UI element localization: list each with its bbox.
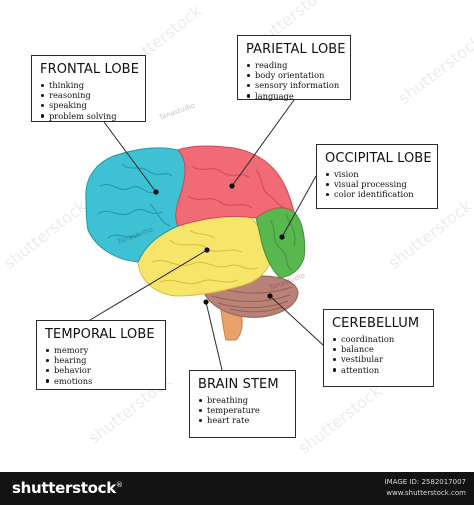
function-item: vestibular: [332, 354, 425, 364]
parietal-lobe-title: PARIETAL LOBE: [246, 42, 346, 57]
function-item: memory: [45, 345, 157, 355]
function-item: behavior: [45, 365, 157, 375]
function-item: sensory information: [246, 80, 342, 90]
brain-stem-label: BRAIN STEM breathing temperature heart r…: [189, 370, 296, 438]
temporal-lobe-title: TEMPORAL LOBE: [45, 327, 155, 342]
function-item: balance: [332, 344, 425, 354]
function-item: language: [246, 91, 342, 101]
pointer-dot-brainstem: [203, 299, 209, 305]
cerebellum-label: CEREBELLUM coordination balance vestibul…: [323, 309, 434, 387]
leader-line-brainstem: [205, 301, 223, 371]
pointer-dot-frontal: [153, 189, 159, 195]
parietal-lobe-functions: reading body orientation sensory informa…: [246, 60, 342, 101]
function-item: reasoning: [40, 90, 137, 100]
artist-watermark: Tanastudio: [157, 101, 196, 122]
leader-line-occipital: [281, 175, 317, 238]
pointer-dots: [153, 183, 285, 305]
brain-stem-title: BRAIN STEM: [198, 377, 279, 392]
cerebellum-functions: coordination balance vestibular attentio…: [332, 334, 425, 375]
function-item: reading: [246, 60, 342, 70]
occipital-lobe-title: OCCIPITAL LOBE: [325, 151, 432, 166]
function-item: temperature: [198, 405, 287, 415]
temporal-lobe-label: TEMPORAL LOBE memory hearing behavior em…: [36, 320, 166, 390]
leader-line-parietal: [231, 99, 295, 187]
function-item: coordination: [332, 334, 425, 344]
function-item: vision: [325, 169, 429, 179]
leader-line-frontal: [103, 121, 157, 193]
function-item: emotions: [45, 376, 157, 386]
function-item: speaking: [40, 100, 137, 110]
leader-line-cerebellum: [269, 295, 324, 346]
occipital-lobe-functions: vision visual processing color identific…: [325, 169, 429, 200]
function-item: thinking: [40, 80, 137, 90]
pointer-dot-parietal: [229, 183, 235, 189]
diagram-canvas: shutterstock shutterstock shutterstock s…: [0, 0, 474, 458]
parietal-lobe-label: PARIETAL LOBE reading body orientation s…: [237, 35, 351, 101]
occipital-lobe-label: OCCIPITAL LOBE vision visual processing …: [316, 144, 438, 209]
registered-mark: ®: [115, 481, 123, 489]
footer-image-id: IMAGE ID: 2582017007: [384, 478, 466, 486]
frontal-lobe-functions: thinking reasoning speaking problem solv…: [40, 80, 137, 121]
temporal-lobe-functions: memory hearing behavior emotions: [45, 345, 157, 386]
footer-logo[interactable]: shutterstock®: [12, 479, 123, 497]
function-item: color identification: [325, 189, 429, 199]
function-item: breathing: [198, 395, 287, 405]
pointer-dot-temporal: [204, 247, 210, 253]
function-item: hearing: [45, 355, 157, 365]
brain-illustration: Tanastudio Tanastudio Tanastudio: [85, 99, 324, 371]
function-item: problem solving: [40, 111, 137, 121]
frontal-lobe-label: FRONTAL LOBE thinking reasoning speaking…: [31, 55, 146, 122]
footer-logo-text: shutterstock: [12, 479, 116, 497]
parietal-lobe-region: [175, 145, 295, 227]
footer-bar: shutterstock® IMAGE ID: 2582017007 www.s…: [0, 472, 474, 505]
frontal-lobe-title: FRONTAL LOBE: [40, 62, 140, 77]
function-item: heart rate: [198, 415, 287, 425]
function-item: visual processing: [325, 179, 429, 189]
pointer-dot-occipital: [279, 234, 285, 240]
cerebellum-title: CEREBELLUM: [332, 316, 420, 331]
pointer-dot-cerebellum: [267, 293, 273, 299]
brain-stem-functions: breathing temperature heart rate: [198, 395, 287, 426]
function-item: body orientation: [246, 70, 342, 80]
leader-lines: [89, 99, 324, 371]
leader-line-temporal: [89, 249, 208, 321]
function-item: attention: [332, 365, 425, 375]
footer-url[interactable]: www.shutterstock.com: [386, 489, 466, 497]
